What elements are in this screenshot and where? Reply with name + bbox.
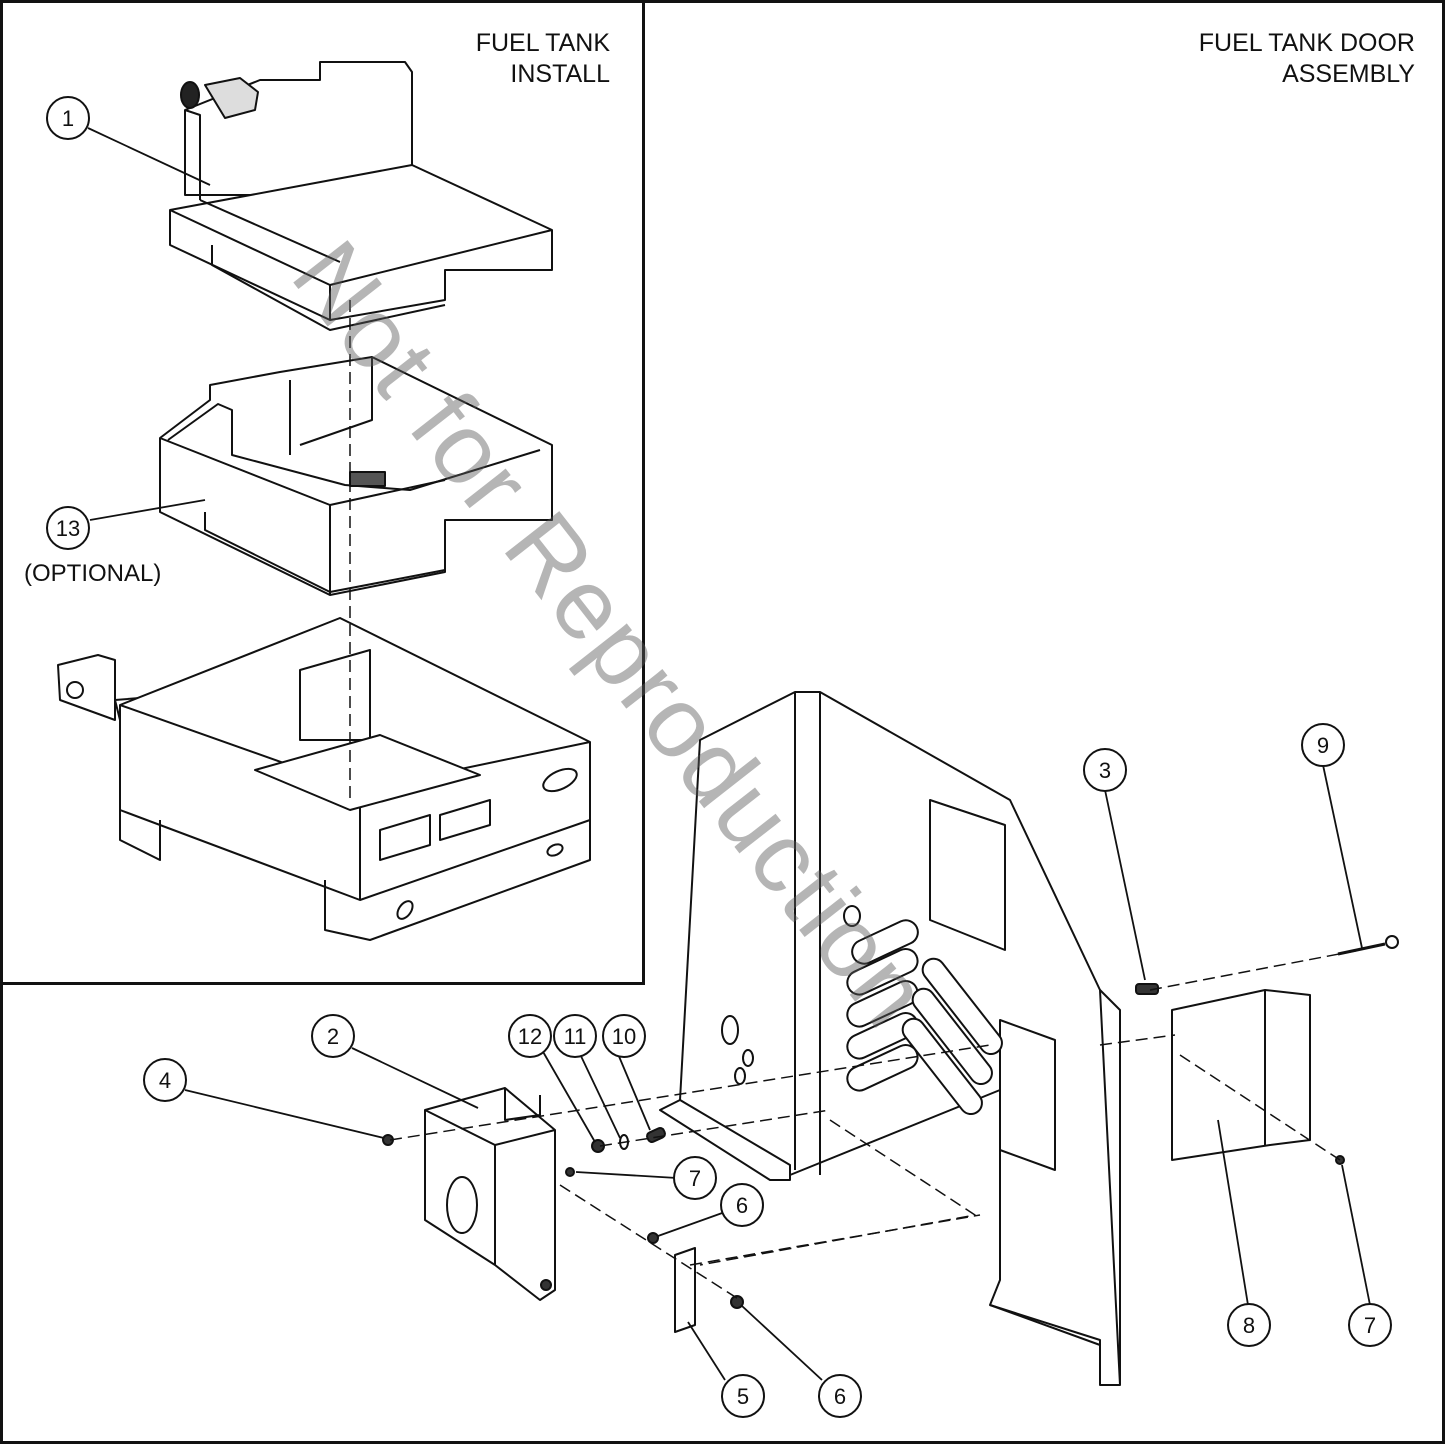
callout-10: 10 xyxy=(602,1014,646,1058)
callout-3: 3 xyxy=(1083,748,1127,792)
leader-6a xyxy=(657,1211,726,1237)
leader-6b xyxy=(741,1305,823,1381)
leader-5 xyxy=(687,1321,726,1381)
leader-8 xyxy=(1217,1119,1249,1306)
callout-number: 12 xyxy=(518,1024,542,1049)
bracket-part xyxy=(424,1087,556,1301)
fuel-tank-part xyxy=(169,61,553,331)
optional-note: (OPTIONAL) xyxy=(24,560,162,587)
callout-11: 11 xyxy=(553,1014,597,1058)
callout-number: 10 xyxy=(612,1024,636,1049)
hinge-part xyxy=(674,1247,696,1333)
callout-circle xyxy=(673,1156,717,1200)
panel-title-line-1: FUEL TANK xyxy=(475,29,610,57)
callout-number: 3 xyxy=(1099,758,1111,783)
callout-number: 4 xyxy=(159,1068,171,1093)
callout-circle xyxy=(1301,723,1345,767)
callout-circle xyxy=(508,1014,552,1058)
panel-title-line-1: FUEL TANK DOOR xyxy=(1198,29,1415,57)
callout-circle xyxy=(602,1014,646,1058)
leader-7b xyxy=(1341,1164,1371,1306)
callout-circle xyxy=(1083,748,1127,792)
leader-10 xyxy=(617,1053,651,1131)
nut-part-6a xyxy=(647,1232,659,1244)
callout-circle xyxy=(143,1058,187,1102)
fuel-tank-tray-part xyxy=(159,356,553,596)
nut-part-6b xyxy=(730,1295,744,1309)
callout-circle xyxy=(818,1374,862,1418)
callout-number: 2 xyxy=(327,1024,339,1049)
inset-frame-fuel-tank-install xyxy=(0,0,645,985)
callout-circle xyxy=(553,1014,597,1058)
panel-title-fuel-tank-install: FUEL TANK INSTALL xyxy=(476,28,610,90)
callout-12: 12 xyxy=(508,1014,552,1058)
callout-number: 9 xyxy=(1317,733,1329,758)
leader-2 xyxy=(351,1047,479,1109)
leader-13 xyxy=(89,499,206,521)
callout-number: 13 xyxy=(56,516,80,541)
callout-2: 2 xyxy=(311,1014,355,1058)
callout-8: 8 xyxy=(1227,1303,1271,1347)
callout-number: 1 xyxy=(62,106,74,131)
callout-6: 6 xyxy=(818,1374,862,1418)
panel-title-fuel-tank-door-assembly: FUEL TANK DOOR ASSEMBLY xyxy=(1199,28,1415,90)
callout-number: 7 xyxy=(689,1166,701,1191)
callout-9: 9 xyxy=(1301,723,1345,767)
panel-title-line-2: INSTALL xyxy=(510,60,610,88)
callout-layer: 1 13 2 4 12 11 10 7 6 5 6 3 9 8 7 xyxy=(46,96,1392,1418)
callout-13: 13 xyxy=(46,506,90,550)
callout-number: 5 xyxy=(737,1384,749,1409)
rivet-part-7a xyxy=(565,1167,575,1177)
fuel-tank-frame-part xyxy=(57,617,591,941)
callout-1: 1 xyxy=(46,96,90,140)
callout-number: 6 xyxy=(736,1193,748,1218)
callout-6: 6 xyxy=(720,1183,764,1227)
callout-circle xyxy=(1348,1303,1392,1347)
leader-11 xyxy=(579,1053,621,1139)
leader-7a xyxy=(575,1171,678,1179)
callout-circle xyxy=(1227,1303,1271,1347)
callout-circle xyxy=(721,1374,765,1418)
callout-circle xyxy=(46,506,90,550)
leader-9 xyxy=(1322,764,1363,949)
panel-title-line-2: ASSEMBLY xyxy=(1282,60,1415,88)
callout-7: 7 xyxy=(1348,1303,1392,1347)
callout-5: 5 xyxy=(721,1374,765,1418)
callout-4: 4 xyxy=(143,1058,187,1102)
door-panel-part xyxy=(659,691,1121,1386)
callout-number: 7 xyxy=(1364,1313,1376,1338)
callout-circle xyxy=(311,1014,355,1058)
spacer-part-10 xyxy=(646,1126,666,1144)
leader-4 xyxy=(184,1089,385,1139)
callout-number: 8 xyxy=(1243,1313,1255,1338)
callout-circle xyxy=(46,96,90,140)
callout-number: 11 xyxy=(564,1024,587,1049)
door-cover-part xyxy=(1171,989,1311,1161)
leader-3 xyxy=(1104,789,1146,981)
callout-number: 6 xyxy=(834,1384,846,1409)
leader-12 xyxy=(541,1049,596,1143)
callout-7: 7 xyxy=(673,1156,717,1200)
leader-1 xyxy=(87,127,211,186)
callout-circle xyxy=(720,1183,764,1227)
